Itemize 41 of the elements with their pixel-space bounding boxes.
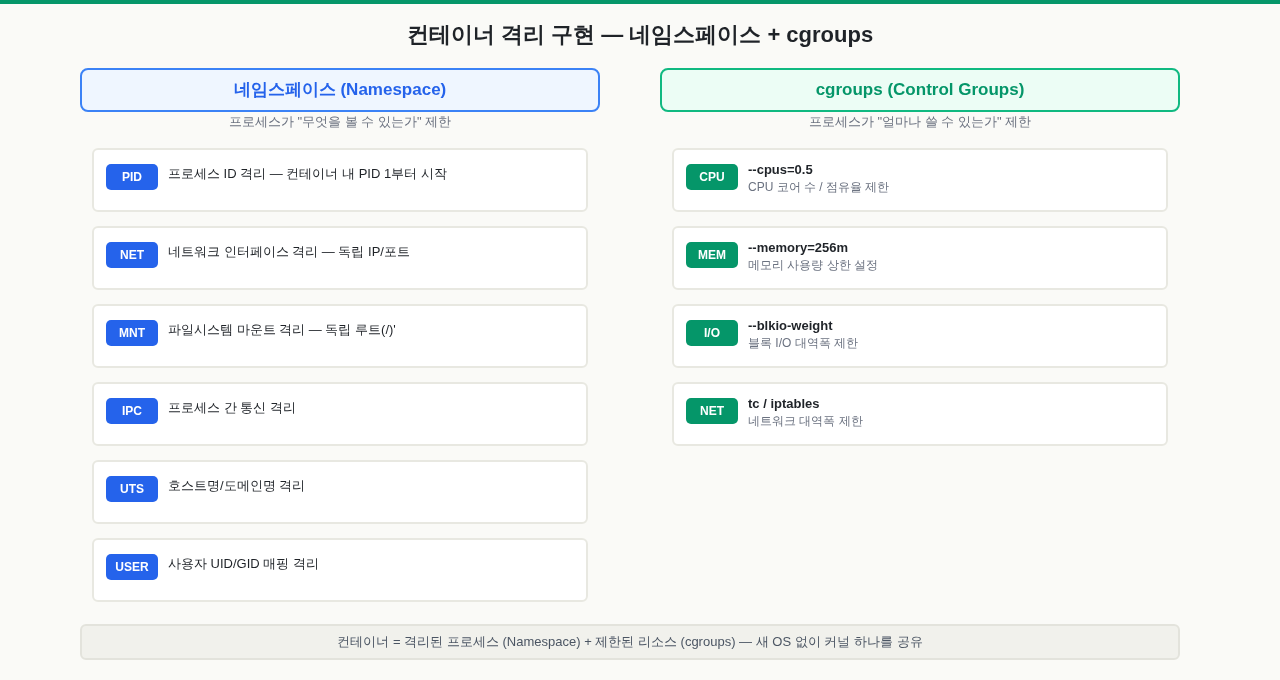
type-tag: MNT: [106, 320, 158, 346]
description-text: 프로세스 ID 격리 — 컨테이너 내 PID 1부터 시작: [168, 165, 447, 183]
type-tag: CPU: [686, 164, 738, 190]
resource-limit-card: [672, 148, 1168, 212]
section-title: cgroups (Control Groups): [815, 79, 1025, 101]
description-text: 프로세스 간 통신 격리: [168, 399, 296, 417]
option-text: --memory=256m: [748, 239, 849, 256]
description-text: CPU 코어 수 / 점유율 제한: [748, 179, 890, 195]
type-tag: NET: [686, 398, 738, 424]
description-text: 메모리 사용량 상한 설정: [748, 257, 878, 273]
section-subtitle: 프로세스가 "얼마나 쓸 수 있는가" 제한: [808, 114, 1032, 130]
resource-limit-card: [672, 226, 1168, 290]
description-text: 네트워크 인터페이스 격리 — 독립 IP/포트: [168, 243, 410, 261]
namespace-card: [92, 382, 588, 446]
type-tag: NET: [106, 242, 158, 268]
resource-limit-card: [672, 304, 1168, 368]
namespace-card: [92, 538, 588, 602]
namespace-card: [92, 304, 588, 368]
type-tag: IPC: [106, 398, 158, 424]
namespace-card: [92, 460, 588, 524]
summary-bar: [80, 624, 1180, 660]
namespace-card: [92, 148, 588, 212]
section-subtitle: 프로세스가 "무엇을 볼 수 있는가" 제한: [228, 114, 452, 130]
description-text: 사용자 UID/GID 매핑 격리: [168, 555, 319, 573]
namespace-card: [92, 226, 588, 290]
summary-text: 컨테이너 = 격리된 프로세스 (Namespace) + 제한된 리소스 (cgroups) — 새 OS 없이 커널 하나를 공유: [337, 634, 923, 650]
description-text: 블록 I/O 대역폭 제한: [748, 335, 858, 351]
description-text: 네트워크 대역폭 제한: [748, 413, 863, 429]
description-text: 호스트명/도메인명 격리: [168, 477, 306, 495]
option-text: --cpus=0.5: [748, 161, 813, 178]
type-tag: UTS: [106, 476, 158, 502]
option-text: tc / iptables: [748, 395, 820, 412]
type-tag: I/O: [686, 320, 738, 346]
type-tag: PID: [106, 164, 158, 190]
resource-limit-card: [672, 382, 1168, 446]
diagram-title: 컨테이너 격리 구현 — 네임스페이스 + cgroups: [406, 21, 874, 49]
section-title: 네임스페이스 (Namespace): [233, 79, 447, 101]
type-tag: MEM: [686, 242, 738, 268]
option-text: --blkio-weight: [748, 317, 833, 334]
type-tag: USER: [106, 554, 158, 580]
description-text: 파일시스템 마운트 격리 — 독립 루트(/)': [168, 321, 396, 339]
